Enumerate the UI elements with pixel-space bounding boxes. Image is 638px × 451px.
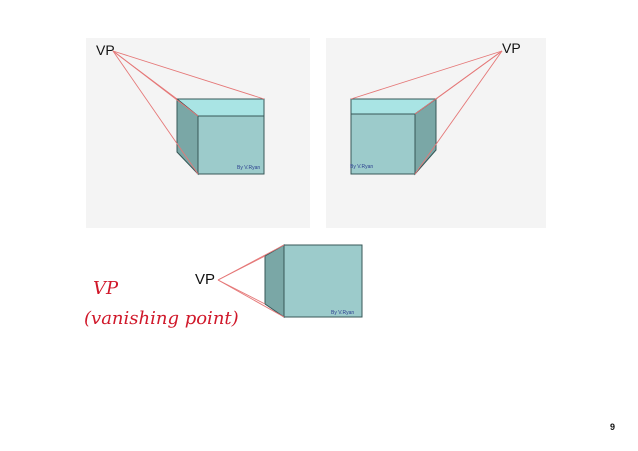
- cube-front-face: [197, 115, 265, 175]
- vp-label-bottom: VP: [195, 271, 216, 288]
- projection-lines: [112, 50, 265, 175]
- cube-side-face: [264, 244, 285, 318]
- vp-label-top-left: VP: [96, 42, 115, 58]
- cube-top-left: [112, 50, 265, 176]
- credit-top-right: By V.Ryan: [350, 164, 374, 170]
- vp-label-top-right: VP: [502, 40, 521, 56]
- projection-lines: [217, 244, 285, 318]
- cube-front-face: [350, 113, 416, 175]
- projection-lines: [350, 50, 503, 175]
- page-number: 9: [610, 422, 616, 432]
- handwritten-note-vp: VP: [93, 278, 119, 299]
- credit-top-left: By V.Ryan: [237, 165, 261, 171]
- cube-top-right: [350, 50, 503, 176]
- cube-bottom: [217, 244, 363, 318]
- credit-bottom: By V.Ryan: [331, 310, 355, 316]
- cube-front-face: [283, 244, 363, 318]
- handwritten-note-definition: (vanishing point): [84, 308, 239, 329]
